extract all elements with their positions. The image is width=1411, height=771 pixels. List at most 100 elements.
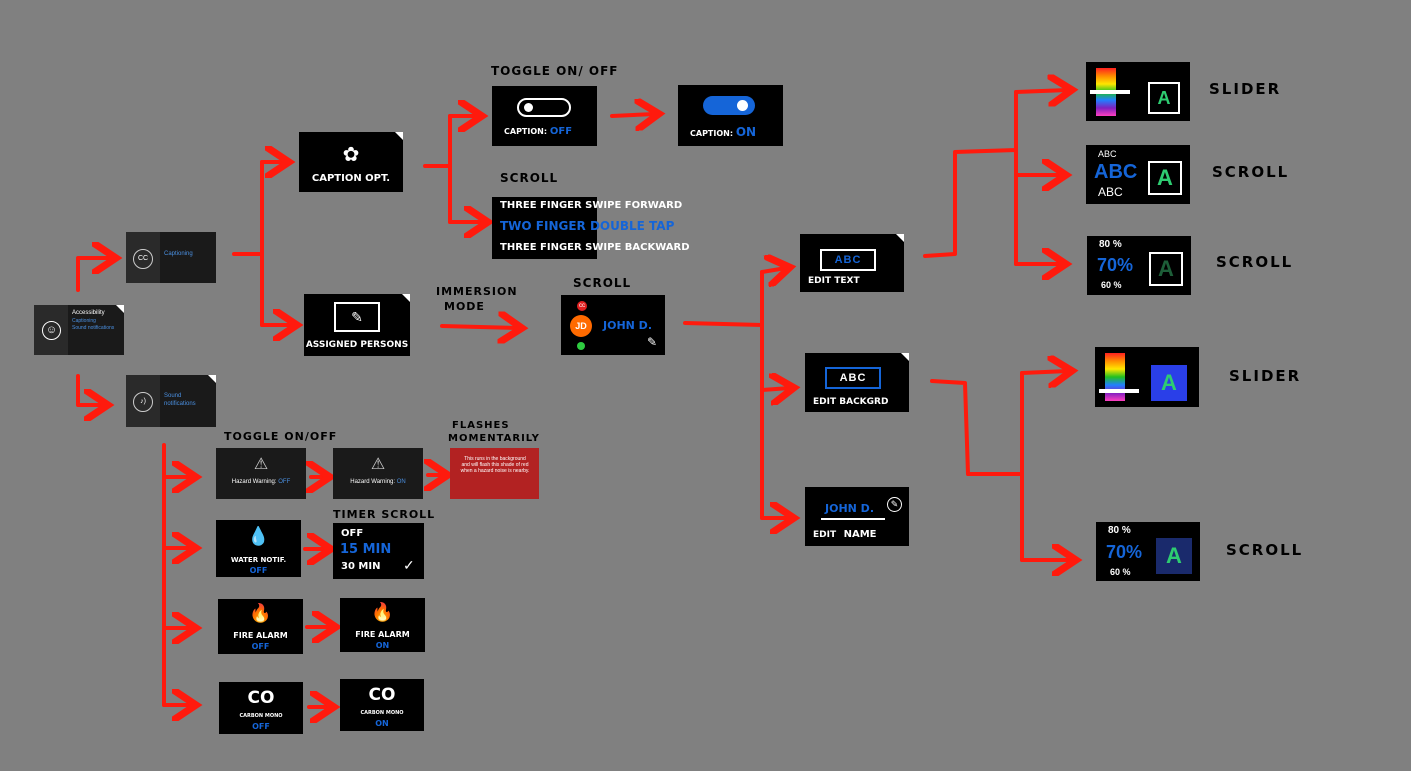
caption-toggle-off-card[interactable]: Caption: off [492, 86, 597, 146]
fire-label: Fire alarm [233, 631, 288, 640]
hazard-text: Hazard Warning: [231, 479, 277, 485]
water-notif-card[interactable]: 💧 Water notif. off [216, 520, 301, 577]
rainbow-slider-2[interactable] [1105, 353, 1125, 401]
timer-off[interactable]: off [341, 528, 364, 539]
accessibility-icon: ☺ [42, 321, 61, 340]
pct-80: 80 % [1099, 239, 1122, 250]
caption-opt-branch [423, 114, 452, 224]
caption-text: Caption: [504, 127, 548, 136]
gesture-backward[interactable]: Three finger swipe backward [500, 242, 690, 253]
text-color-slider-card[interactable]: A [1086, 62, 1190, 121]
slider2-label: Slider [1229, 367, 1302, 385]
fire-state-on: on [375, 641, 390, 650]
sound-icon: ♪) [133, 392, 153, 412]
captioning-card[interactable]: CC Captioning [126, 232, 216, 283]
pct-70: 70% [1097, 255, 1134, 275]
captioning-label: Captioning [164, 251, 193, 257]
arrow-to-edit-text [760, 268, 786, 272]
abc-mid: ABC [1098, 185, 1123, 199]
pct-60: 60 % [1101, 280, 1122, 290]
text-size-scroll-card[interactable]: ABC ABC ABC A [1086, 145, 1190, 204]
caption-state-off: off [549, 126, 573, 137]
hazard-flash-card: This runs in the background and will fla… [450, 448, 539, 499]
edit-text-branch [923, 90, 1018, 266]
bg-opacity-scroll-card[interactable]: 80 % 70% 60 % A [1096, 522, 1200, 581]
gesture-forward[interactable]: Three finger swipe forward [500, 200, 683, 211]
fire-alarm-on-card[interactable]: 🔥 Fire alarm on [340, 598, 425, 652]
letter-preview-5: A [1156, 538, 1192, 574]
co-off-card[interactable]: CO carbon mono off [219, 682, 303, 734]
caption-state-on: on [735, 125, 757, 139]
hazard-state-off: OFF [278, 479, 291, 485]
bg-color-slider-card[interactable]: A [1095, 347, 1199, 407]
water-drop-icon: 💧 [247, 526, 270, 546]
slider-handle-2[interactable] [1099, 389, 1139, 393]
person-card[interactable]: cc JD John D. ✎ [561, 295, 665, 355]
gesture-scroll-list[interactable]: Three finger swipe forward Two finger do… [492, 197, 690, 259]
edit-pencil-icon[interactable]: ✎ [647, 335, 658, 349]
edit-circle-icon[interactable]: ✎ [887, 497, 902, 512]
hazard-off-card[interactable]: ⚠ Hazard Warning: OFF [216, 448, 306, 499]
pencil-bubble-icon: ✎ [334, 302, 380, 332]
fire-icon-2: 🔥 [371, 602, 394, 622]
assigned-label: Assigned persons [305, 340, 409, 350]
slider1-label: Slider [1209, 80, 1282, 98]
toggle-label-top: Toggle on/ off [491, 64, 619, 78]
toggle-switch-on[interactable] [703, 96, 755, 115]
pct-70-b: 70% [1106, 542, 1143, 562]
arrow-to-captioning [76, 258, 112, 292]
co-state-off: off [252, 722, 270, 731]
accessibility-line2: Sound notifications [72, 325, 115, 331]
caption-opt-label: Caption opt. [311, 173, 391, 184]
sound-label-1: Sound [164, 393, 182, 399]
check-icon: ✓ [403, 557, 415, 573]
sound-notifications-card[interactable]: ♪) Sound notifications [126, 375, 216, 427]
edit-background-card[interactable]: ABC Edit backgrd [805, 353, 909, 412]
timer-15[interactable]: 15 min [340, 542, 392, 557]
immersion-line2: mode [444, 300, 485, 313]
text-opacity-scroll-card[interactable]: 80 % 70% 60 % A [1087, 236, 1191, 295]
fire-icon: 🔥 [249, 603, 272, 623]
arrow-to-edit-bg [760, 388, 790, 390]
edit-bg-label: Edit backgrd [813, 397, 889, 407]
arrow-immersion [440, 326, 518, 328]
fire-alarm-off-card[interactable]: 🔥 Fire alarm off [218, 599, 303, 654]
sound-label-2: notifications [164, 401, 196, 407]
accessibility-line1: Captioning [72, 318, 96, 324]
co-label: carbon mono [239, 713, 283, 719]
hazard-flash-text: This runs in the background and will fla… [460, 456, 530, 474]
flash-label-2: momentarily [448, 433, 540, 444]
toggle-switch-off[interactable] [517, 98, 571, 117]
letter-preview-3: A [1149, 252, 1183, 286]
edit-text-sample: ABC [820, 249, 876, 271]
warning-icon-2: ⚠ [370, 456, 386, 473]
co-label-2: carbon mono [360, 710, 404, 716]
pct-80-b: 80 % [1108, 525, 1131, 536]
timer-scroll-label: Timer scroll [333, 508, 436, 521]
person-name: John D. [603, 319, 652, 332]
gesture-double-tap[interactable]: Two finger double tap [500, 219, 675, 233]
hazard-text-2: Hazard Warning: [350, 479, 396, 485]
slider-handle[interactable] [1090, 90, 1130, 94]
accessibility-card[interactable]: ☺ Accessibility Captioning Sound notific… [34, 305, 124, 355]
edit-name-card[interactable]: John D. ✎ Edit name [805, 487, 909, 546]
caption-options-card[interactable]: ✿ Caption opt. [299, 132, 403, 192]
accessibility-title: Accessibility [72, 310, 105, 316]
flash-label-1: Flashes [452, 420, 510, 431]
co-on-card[interactable]: CO carbon mono on [340, 679, 424, 731]
timer-scroll-card[interactable]: off 15 min 30 min ✓ [333, 523, 424, 579]
edit-text-card[interactable]: ABC Edit text [800, 234, 904, 292]
arrow-to-slider2 [1020, 371, 1068, 373]
gear-icon: ✿ [342, 144, 360, 166]
immersion-line1: Immersion [436, 285, 518, 298]
assigned-persons-card[interactable]: ✎ Assigned persons [304, 294, 410, 356]
hazard-on-card[interactable]: ⚠ Hazard Warning: ON [333, 448, 423, 499]
timer-30[interactable]: 30 min [341, 561, 381, 572]
letter-preview-2: A [1148, 161, 1182, 195]
captioning-branch [232, 160, 264, 327]
arrow-to-slider1 [1014, 90, 1068, 92]
warning-icon: ⚠ [253, 456, 269, 473]
scroll-label-top: Scroll [500, 171, 559, 185]
co-title-2: CO [368, 685, 396, 705]
caption-toggle-on-card[interactable]: Caption: on [678, 85, 783, 146]
